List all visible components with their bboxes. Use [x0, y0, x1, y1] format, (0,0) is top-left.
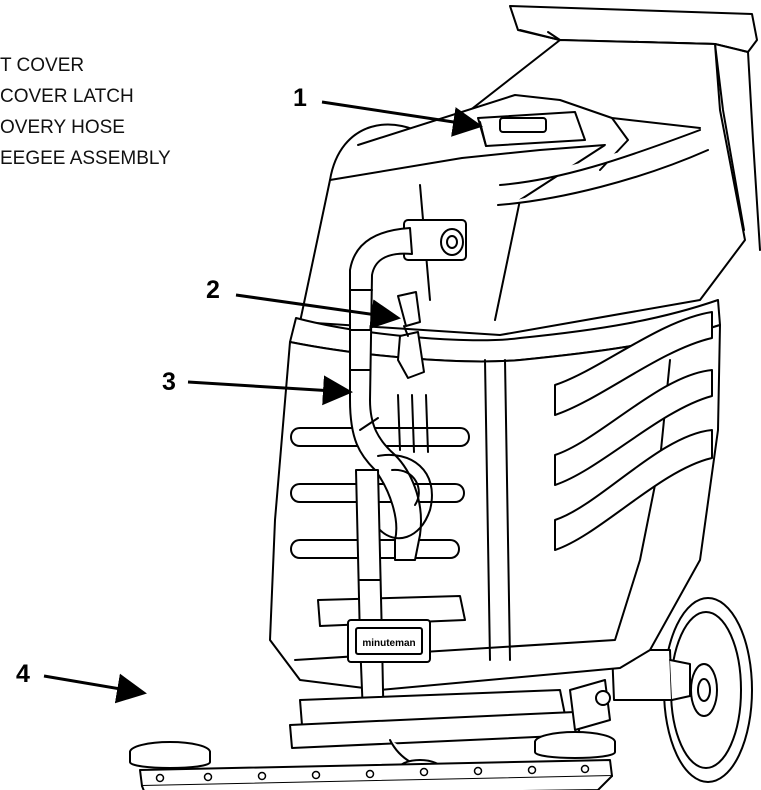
callout-number-4: 4	[16, 660, 30, 688]
legend-item-recovery-hose: OVERY HOSE	[0, 117, 125, 138]
callout-arrow-1	[321, 100, 483, 137]
callout-arrow-3	[187, 375, 353, 406]
callout-number-1: 1	[293, 84, 307, 112]
solution-tank	[269, 311, 721, 691]
rear-wheel	[663, 597, 753, 783]
cover-latch	[397, 291, 425, 379]
brand-plate-text: minuteman	[362, 638, 415, 649]
parts-legend: T COVER COVER LATCH OVERY HOSE EEGEE ASS…	[0, 50, 171, 174]
callout-number-3: 3	[162, 368, 176, 396]
top-cover	[477, 111, 586, 147]
recovery-tank	[299, 39, 746, 336]
legend-item-cover-latch: COVER LATCH	[0, 86, 134, 107]
squeegee-caster-right	[534, 731, 616, 759]
legend-item-squeegee-assembly: EEGEE ASSEMBLY	[0, 148, 171, 169]
recovery-hose	[349, 227, 433, 561]
squeegee-assembly	[139, 759, 613, 790]
callout-arrow-4	[43, 673, 147, 704]
squeegee-caster-left	[129, 741, 211, 769]
callout-number-2: 2	[206, 276, 220, 304]
handle	[509, 5, 761, 251]
callout-arrow-2	[235, 293, 401, 330]
hose-port	[403, 219, 467, 261]
legend-item-top-cover: T COVER	[0, 55, 85, 76]
